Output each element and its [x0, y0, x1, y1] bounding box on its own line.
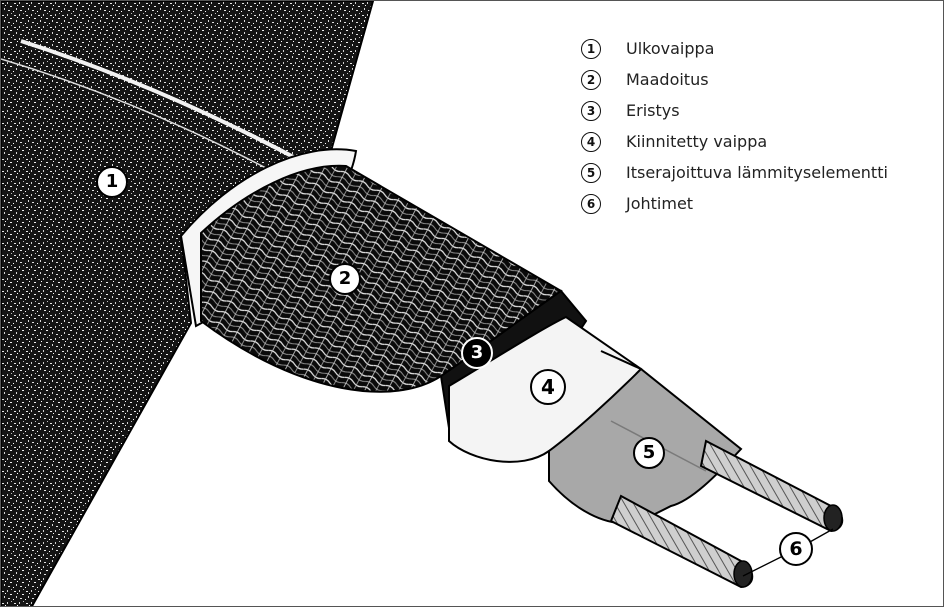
conductor-upper	[701, 441, 842, 531]
conductor-lower	[611, 496, 752, 587]
legend-item: 3 Eristys	[581, 95, 888, 126]
legend-item: 6 Johtimet	[581, 188, 888, 219]
callout-1: 1	[96, 166, 128, 198]
callout-2: 2	[329, 263, 361, 295]
legend-item: 4 Kiinnitetty vaippa	[581, 126, 888, 157]
legend-label: Maadoitus	[626, 70, 709, 89]
callout-5: 5	[633, 437, 665, 469]
legend-item: 5 Itserajoittuva lämmityselementti	[581, 157, 888, 188]
callout-4: 4	[530, 369, 566, 405]
legend-number: 1	[581, 39, 601, 59]
callout-3: 3	[461, 337, 493, 369]
legend: 1 Ulkovaippa 2 Maadoitus 3 Eristys 4 Kiinnit…	[581, 33, 888, 219]
legend-label: Ulkovaippa	[626, 39, 714, 58]
conductor-lower-tip	[734, 561, 752, 587]
legend-label: Itserajoittuva lämmityselementti	[626, 163, 888, 182]
legend-number: 5	[581, 163, 601, 183]
legend-label: Eristys	[626, 101, 680, 120]
legend-number: 6	[581, 194, 601, 214]
legend-label: Kiinnitetty vaippa	[626, 132, 767, 151]
legend-item: 1 Ulkovaippa	[581, 33, 888, 64]
legend-number: 2	[581, 70, 601, 90]
legend-number: 4	[581, 132, 601, 152]
conductor-upper-tip	[824, 505, 842, 531]
legend-label: Johtimet	[626, 194, 693, 213]
callout-6: 6	[779, 532, 813, 566]
legend-number: 3	[581, 101, 601, 121]
legend-item: 2 Maadoitus	[581, 64, 888, 95]
